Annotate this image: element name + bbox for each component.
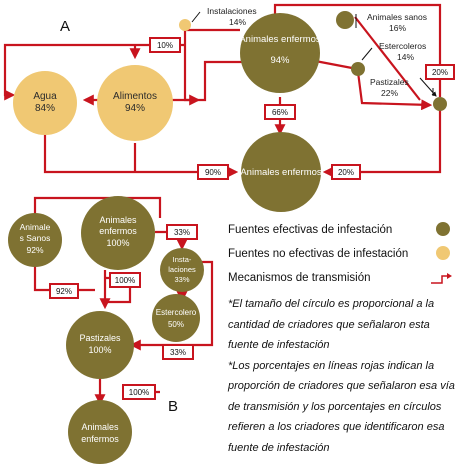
edge-b-100a: 100% [109,272,141,288]
legend-non-effective-label: Fuentes no efectivas de infestación [228,248,409,260]
svg-text:90%: 90% [205,168,221,177]
edge-b-33-bottom: 33% [162,344,194,360]
node-a-pastizales: Pastizales 22% [370,77,447,111]
edge-a-20-top: 20% [425,64,455,80]
edge-b-33-top: 33% [166,224,198,240]
node-b-instalaciones: Insta- laciones 33% [160,248,204,292]
node-a-destino: Animales enfermos [240,132,322,212]
svg-text:20%: 20% [338,168,354,177]
node-a-sanos-pct: 16% [389,23,406,33]
node-b-pastizales-pct: 100% [88,345,111,355]
node-b-destino-line1: Animales [81,422,119,432]
legend-note-percent: *Los porcentajes en líneas rojas indican… [228,359,455,454]
node-b-sanos-pct: 92% [26,245,43,255]
edge-a-20-bottom: 20% [331,164,361,180]
node-b-enfermos-line1: Animales [99,215,137,225]
node-a-sanos: Animales sanos 16% [336,11,427,33]
node-a-instalaciones-name: Instalaciones [207,6,257,16]
svg-text:10%: 10% [157,41,173,50]
node-a-sanos-name: Animales sanos [367,12,427,22]
node-a-alimentos-name: Alimentos [113,91,157,102]
node-b-instalaciones-pct: 33% [174,275,189,284]
node-a-destino-name: Animales enfermos [240,167,322,178]
node-a-pastizales-name: Pastizales [370,77,409,87]
node-a-enfermos-pct: 94% [270,55,290,66]
node-b-estercolero: Estercolero 50% [152,294,200,342]
node-b-sanos-line1: Animale [20,222,51,232]
non-effective-swatch-icon [436,246,450,260]
node-a-agua: Agua 84% [13,71,77,135]
legend: Fuentes efectivas de infestación Fuentes… [228,222,460,458]
node-a-enfermos-name: Animales enfermos [239,34,321,45]
svg-text:33%: 33% [174,228,190,237]
section-b-label: B [168,398,179,415]
legend-mechanisms: Mecanismos de transmisión [228,270,460,294]
node-b-sanos: Animale s Sanos 92% [8,213,62,267]
node-b-estercolero-pct: 50% [168,320,184,329]
effective-swatch-icon [436,222,450,236]
legend-effective-label: Fuentes efectivas de infestación [228,224,393,236]
node-a-agua-name: Agua [33,91,57,102]
node-b-pastizales-name: Pastizales [79,333,121,343]
node-a-alimentos-pct: 94% [125,103,145,114]
svg-text:20%: 20% [432,68,448,77]
node-b-sanos-line2: s Sanos [20,233,51,243]
node-b-enfermos-pct: 100% [106,238,129,248]
svg-text:33%: 33% [170,348,186,357]
node-a-estercoleros-pct: 14% [397,52,414,62]
node-b-destino: Animales enfermos [68,400,132,464]
legend-mechanisms-label: Mecanismos de transmisión [228,272,371,284]
node-a-pastizales-pct: 22% [381,88,398,98]
edge-a-10: 10% [149,37,181,53]
node-b-pastizales: Pastizales 100% [66,311,134,379]
node-b-enfermos-line2: enfermos [99,226,137,236]
svg-text:66%: 66% [272,108,288,117]
node-a-instalaciones: Instalaciones 14% [179,6,257,31]
svg-text:100%: 100% [129,388,149,397]
edge-b-100b: 100% [122,384,156,400]
transmission-arrow-icon [431,273,452,284]
node-a-alimentos: Alimentos 94% [97,65,173,141]
edge-b-92: 92% [49,283,79,299]
node-b-instalaciones-line2: laciones [168,265,196,274]
node-b-instalaciones-line1: Insta- [173,255,192,264]
node-a-estercoleros: Estercoleros 14% [351,41,426,76]
svg-text:100%: 100% [115,276,135,285]
node-b-enfermos: Animales enfermos 100% [81,196,155,270]
node-a-estercoleros-name: Estercoleros [379,41,426,51]
legend-effective: Fuentes efectivas de infestación [228,222,460,246]
node-a-instalaciones-pct: 14% [229,17,246,27]
node-b-destino-line2: enfermos [81,434,119,444]
legend-note-size: *El tamaño del círculo es proporcional a… [228,298,435,351]
node-b-estercolero-name: Estercolero [156,308,197,317]
node-a-agua-pct: 84% [35,103,55,114]
edge-a-66: 66% [264,104,296,120]
node-a-enfermos: Animales enfermos 94% [239,13,321,93]
svg-text:Animales enfermos: Animales enfermos [239,34,321,45]
section-a-leaders [191,11,437,97]
svg-text:92%: 92% [56,287,72,296]
section-a-label: A [60,18,71,35]
edge-a-90: 90% [197,164,229,180]
legend-non-effective: Fuentes no efectivas de infestación [228,246,460,270]
